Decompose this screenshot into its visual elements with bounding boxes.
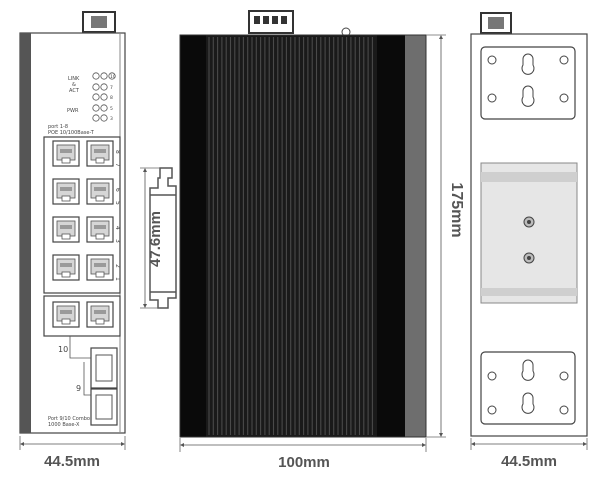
led-indicator	[100, 93, 108, 101]
led-block: LINK & ACT PWR 10 7 8 5 3	[67, 72, 116, 122]
width-dimension-front: 44.5mm	[19, 436, 126, 470]
keyhole-slot	[521, 85, 535, 107]
poe-port-grid	[43, 136, 121, 294]
combo-label-9: 9	[76, 384, 81, 393]
port-number: 8	[114, 150, 121, 154]
back-view: 44.5mm	[470, 12, 588, 470]
led-label-act: ACT	[69, 88, 80, 94]
rj45-port	[52, 178, 80, 205]
height-dimension: 175mm	[426, 34, 465, 438]
rj45-port	[52, 216, 80, 243]
port-number: 3	[114, 239, 121, 243]
din-rail-bracket	[480, 162, 578, 304]
depth-label: 100mm	[278, 454, 330, 471]
port-number-column: 8 7 6 5 4 3 2 1	[114, 150, 121, 281]
din-rail-dimension: 47.6mm	[140, 167, 164, 309]
combo-footer-line1: Port 9/10 Combo	[48, 416, 90, 422]
terminal-connector	[248, 10, 294, 34]
top-mount-plate	[480, 46, 576, 120]
keyhole-slot	[521, 392, 535, 414]
combo-rj45-ports	[43, 295, 121, 337]
led-indicator	[92, 72, 100, 80]
front-view: LINK & ACT PWR 10 7 8 5 3 port 1-8 POE 1…	[19, 11, 126, 470]
combo-leader-lines	[69, 336, 91, 396]
led-indicator	[100, 104, 108, 112]
rj45-port	[86, 178, 114, 205]
led-number: 10	[110, 74, 116, 80]
width-label-back: 44.5mm	[501, 453, 557, 470]
port-number: 1	[114, 277, 121, 281]
port-header-line2: POE 10/100Base-T	[48, 130, 95, 136]
led-label-and: &	[72, 82, 76, 88]
rj45-port	[86, 301, 114, 328]
led-number: 7	[110, 85, 113, 91]
port-number: 2	[114, 264, 121, 268]
front-left-rail	[20, 33, 31, 433]
sfp-ports	[90, 347, 118, 426]
led-label-pwr: PWR	[67, 108, 79, 114]
port-number: 5	[114, 201, 121, 205]
led-label-link: LINK	[68, 76, 80, 82]
din-clip-back	[480, 12, 512, 34]
rj45-port	[52, 301, 80, 328]
rj45-port	[52, 140, 80, 167]
width-label-front: 44.5mm	[44, 453, 100, 470]
bottom-mount-plate	[480, 351, 576, 425]
led-indicator	[108, 72, 116, 80]
width-dimension-back: 44.5mm	[470, 438, 588, 470]
port-number: 4	[114, 226, 121, 230]
led-indicator	[92, 114, 100, 122]
port-number: 6	[114, 188, 121, 192]
side-panel-edge	[405, 35, 426, 437]
rj45-port	[86, 216, 114, 243]
heatsink-left-block	[180, 35, 206, 437]
keyhole-slot	[521, 359, 535, 381]
rj45-port	[52, 254, 80, 281]
led-indicator	[92, 83, 100, 91]
led-indicator	[92, 104, 100, 112]
din-clip-front	[82, 11, 116, 33]
port-number: 7	[114, 163, 121, 167]
led-indicator	[100, 114, 108, 122]
height-label: 175mm	[448, 182, 465, 237]
rj45-port	[86, 140, 114, 167]
led-number: 3	[110, 116, 113, 122]
din-rail-label: 47.6mm	[147, 211, 164, 267]
led-number: 8	[110, 95, 113, 101]
combo-footer-line2: 1000 Base-X	[48, 422, 80, 428]
led-indicator	[100, 72, 108, 80]
keyhole-slot	[521, 53, 535, 75]
depth-dimension: 100mm	[179, 438, 427, 471]
port-header-line1: port 1-8	[48, 124, 68, 130]
din-rail-clip-profile	[149, 167, 177, 309]
heatsink-fins	[208, 37, 373, 435]
rj45-port	[86, 254, 114, 281]
heatsink-right-block	[377, 35, 405, 437]
side-view: 47.6mm 175mm 100mm	[140, 10, 465, 471]
led-number: 5	[110, 106, 113, 112]
led-indicator	[100, 83, 108, 91]
led-indicator	[92, 93, 100, 101]
combo-label-10: 10	[58, 345, 68, 354]
